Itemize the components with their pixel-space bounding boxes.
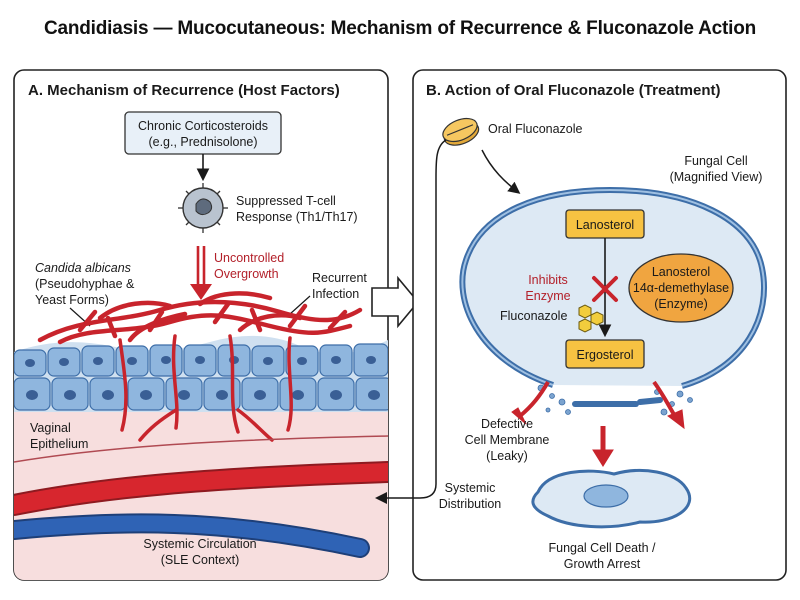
artery-vessel [14,463,388,514]
enzyme-line2: 14α-demethylase [633,281,729,295]
steroid-line1: Chronic Corticosteroids [138,119,268,133]
pill-label: Oral Fluconazole [488,122,583,136]
vein-vessel [14,515,368,556]
overgrowth-arrow [190,246,212,300]
candida-line2: (Pseudohyphae & [35,277,135,291]
tcell-line1: Suppressed T-cell [236,194,336,208]
steroid-line2: (e.g., Prednisolone) [148,135,257,149]
fluconazole-label: Fluconazole [500,309,567,323]
ergosterol-label: Ergosterol [577,348,634,362]
systemic-line2: Distribution [439,497,502,511]
hyphae-invasion [118,334,293,442]
epithelium-layer [14,335,388,412]
leakage-arrows [511,380,685,467]
cell-line2: (Magnified View) [670,170,763,184]
enzyme-line3: (Enzyme) [654,297,707,311]
vaginal-line2: Epithelium [30,437,88,451]
lanosterol-label: Lanosterol [576,218,634,232]
panel-link-arrow [371,275,420,329]
vaginal-line1: Vaginal [30,421,71,435]
defective-line1: Defective [481,417,533,431]
inhibition-x-icon [592,276,618,302]
circ-line2: (SLE Context) [161,553,240,567]
death-line2: Growth Arrest [564,557,641,571]
cell-line1: Fungal Cell [684,154,747,168]
systemic-distribution-arrow [375,139,447,504]
pill-to-cell-arrow [481,149,521,194]
ergosterol-box [565,339,645,369]
defective-line3: (Leaky) [486,449,528,463]
recurrent-line1: Recurrent [312,271,367,285]
recurrent-line2: Infection [312,287,359,301]
circ-line1: Systemic Circulation [143,537,256,551]
candida-line3: Yeast Forms) [35,293,109,307]
overgrowth-line2: Overgrowth [214,267,279,281]
defective-line2: Cell Membrane [465,433,550,447]
overgrowth-line1: Uncontrolled [214,251,284,265]
tissue-fold [14,435,388,463]
recurrent-pointer [289,295,311,315]
candida-hyphae [37,291,363,345]
panel-a-title: A. Mechanism of Recurrence (Host Factors… [28,82,340,99]
inhibits-line1: Inhibits [528,273,568,287]
t-cell-icon [178,183,228,233]
panel-a: A. Mechanism of Recurrence (Host Factors… [13,69,389,581]
dead-fungal-cell [531,468,692,529]
panel-b: B. Action of Oral Fluconazole (Treatment… [412,69,787,581]
candida-line1: Candida albicans [35,261,131,275]
panel-b-title: B. Action of Oral Fluconazole (Treatment… [426,82,720,99]
death-line1: Fungal Cell Death / [548,541,656,555]
inhibits-line2: Enzyme [525,289,570,303]
fluconazole-molecule-icon [578,304,604,333]
enzyme-ellipse [628,253,734,323]
figure-title: Candidiasis — Mucocutaneous: Mechanism o… [43,18,757,39]
systemic-line1: Systemic [445,481,496,495]
enzyme-line1: Lanosterol [652,265,710,279]
tcell-line2: Response (Th1/Th17) [236,210,358,224]
